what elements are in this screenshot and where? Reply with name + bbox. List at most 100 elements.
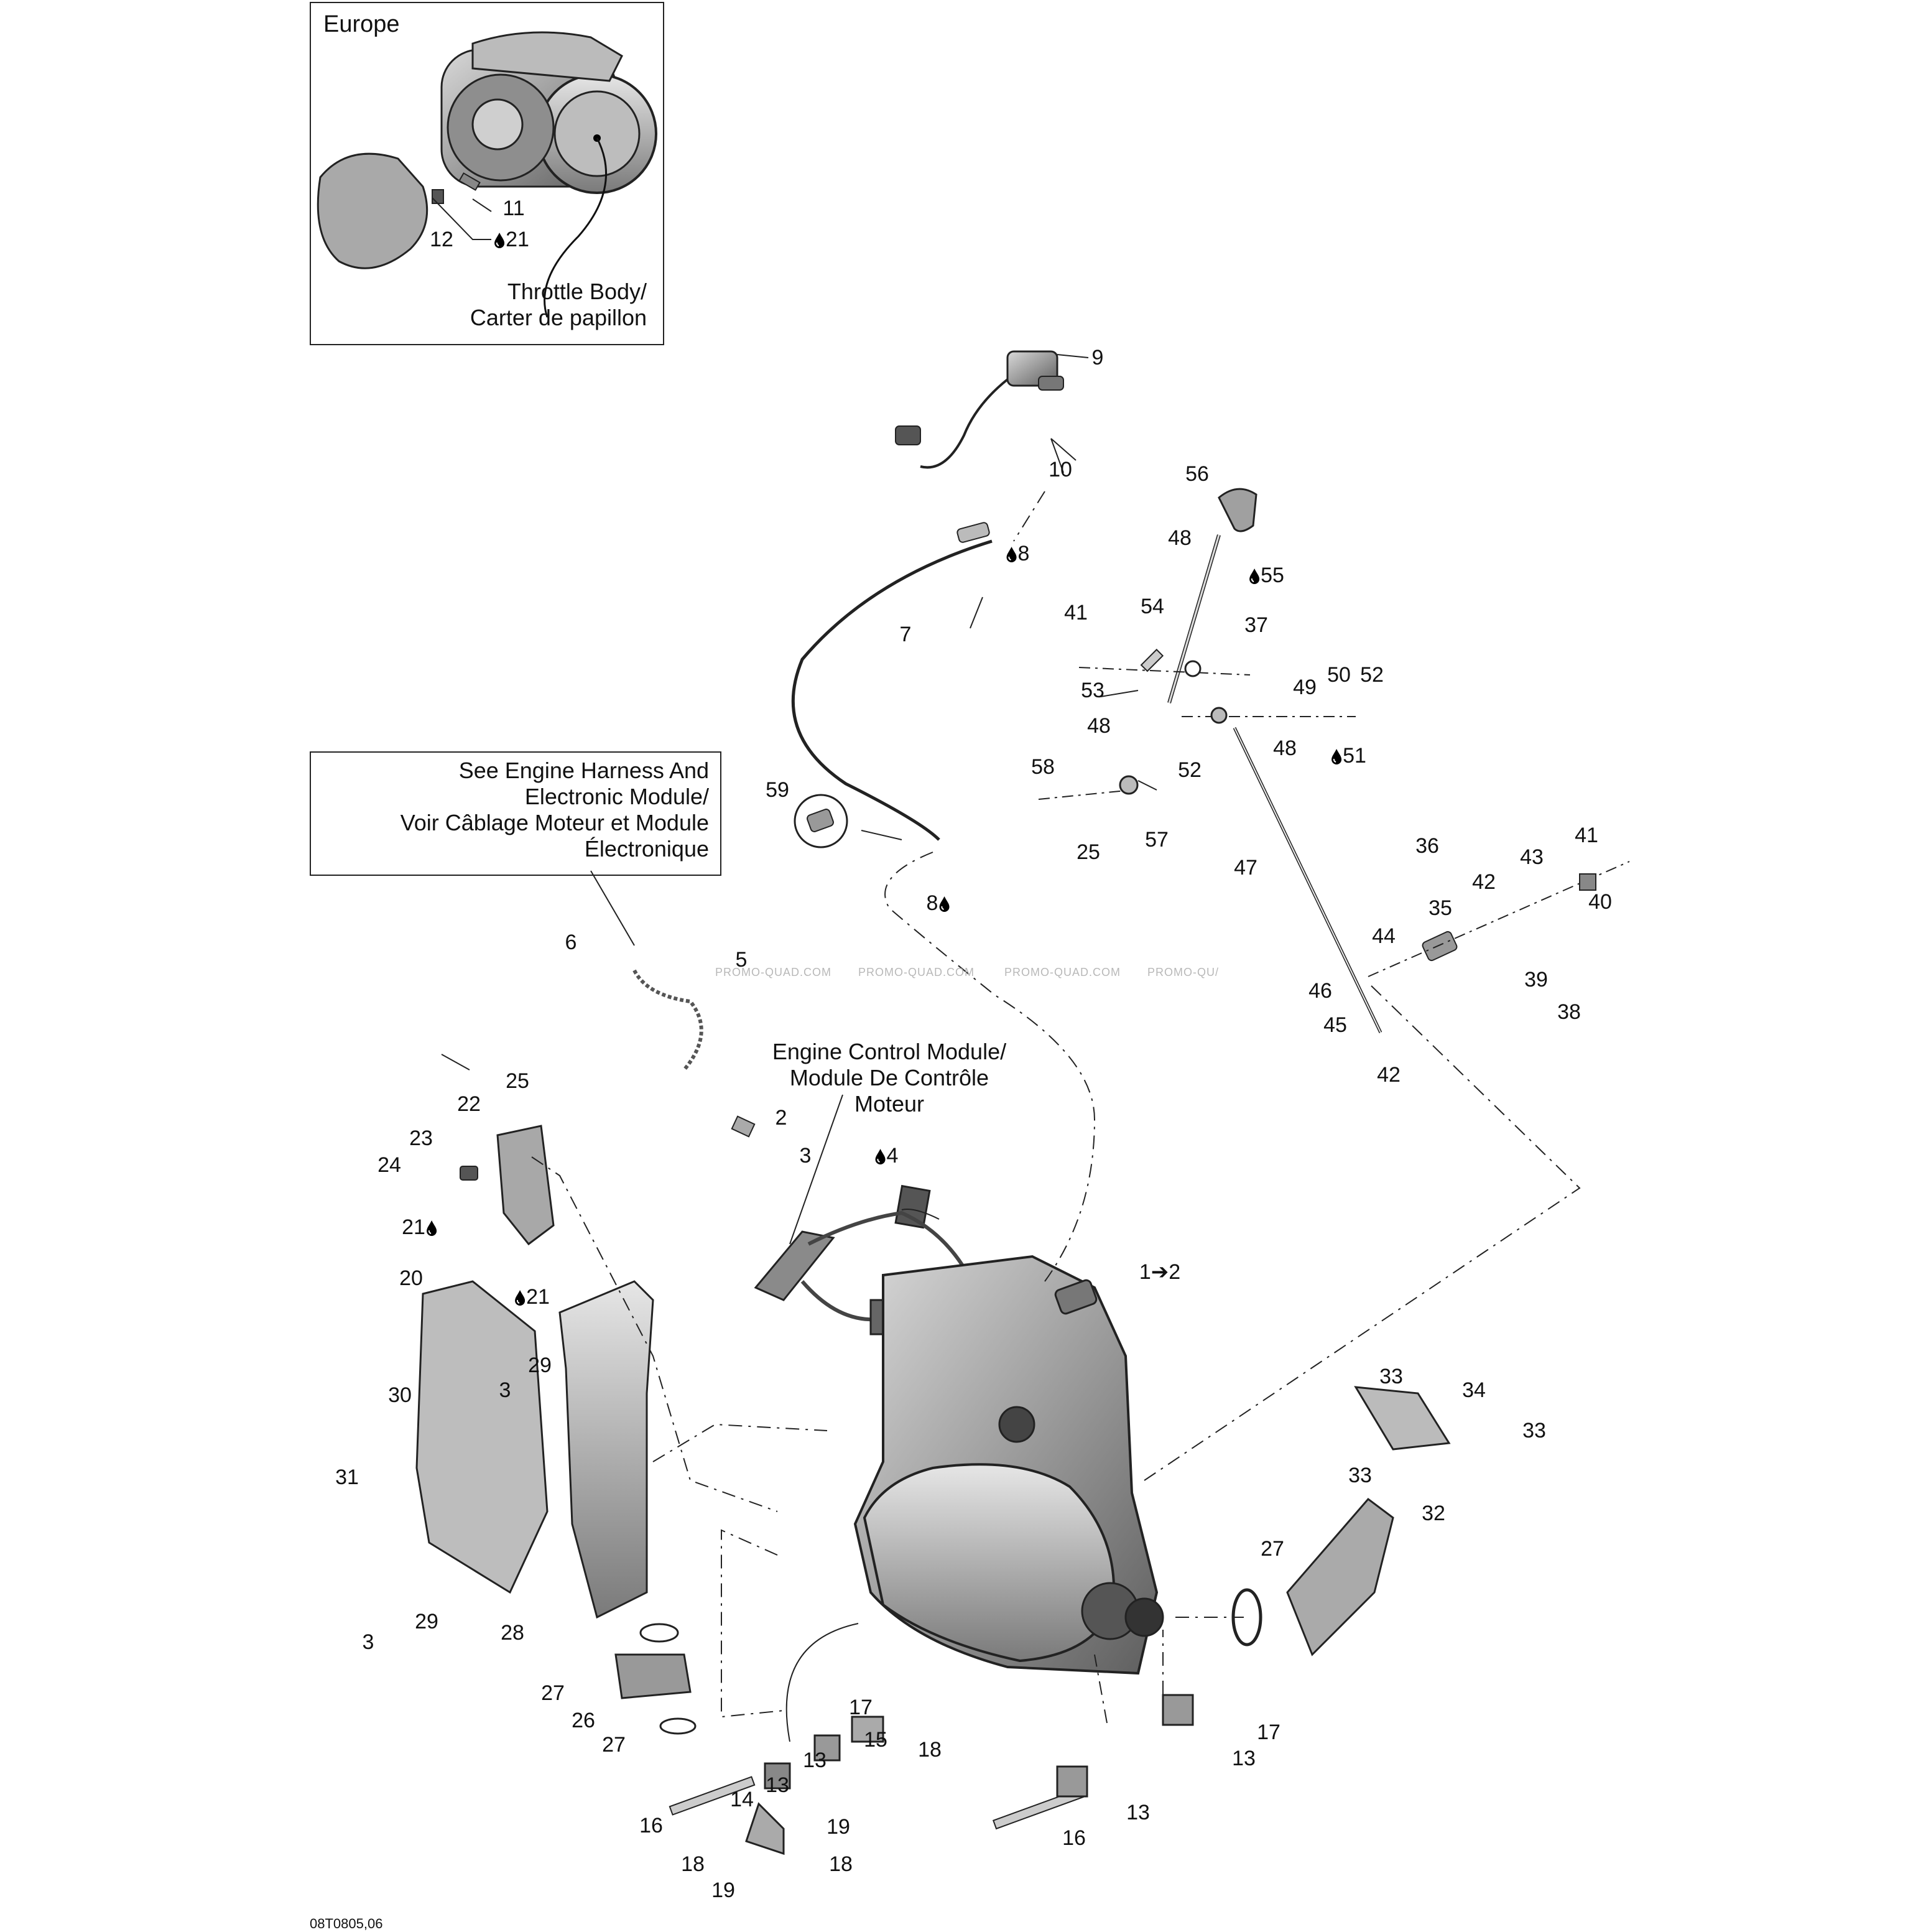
ecm-line-2: Module De Contrôle (789, 1065, 989, 1090)
callout-7: 7 (900, 623, 912, 646)
callout-number: 21 (402, 1215, 425, 1239)
callout-13b: 13 (766, 1774, 789, 1796)
callout-number: 44 (1372, 924, 1396, 948)
watermark: PROMO-QU/ (1147, 966, 1219, 978)
callout-29a: 29 (528, 1354, 552, 1377)
callout-number: 6 (565, 931, 577, 954)
callout-number: 8 (926, 891, 938, 915)
callout-number: 33 (1522, 1419, 1546, 1442)
callout-number: 16 (639, 1814, 663, 1837)
callout-number: 3 (499, 1378, 511, 1402)
callout-number: 50 (1327, 663, 1351, 687)
harness-reference-text: See Engine Harness And Electronic Module… (314, 758, 709, 862)
callout-26: 26 (572, 1709, 595, 1732)
guide-lines (531, 491, 1581, 1724)
callout-25a: 25 (1077, 841, 1100, 863)
callout-number: 12 (430, 228, 453, 251)
callout-13c: 13 (1232, 1747, 1256, 1770)
callout-number: 53 (1081, 679, 1104, 702)
callout-33b: 33 (1522, 1419, 1546, 1442)
harness-line-2: Electronic Module/ (524, 784, 709, 809)
callout-number: 3 (799, 1144, 812, 1168)
callout-33a: 33 (1379, 1365, 1403, 1388)
callout-49: 49 (1293, 676, 1317, 699)
callout-number: 33 (1348, 1464, 1372, 1487)
callout-47: 47 (1234, 857, 1257, 879)
callout-number: 33 (1379, 1365, 1403, 1388)
callout-46: 46 (1308, 980, 1332, 1002)
callout-number: 17 (849, 1696, 873, 1719)
ecm-label: Engine Control Module/ Module De Contrôl… (734, 1039, 1045, 1117)
callout-number: 52 (1360, 663, 1384, 687)
callout-number: 55 (1261, 564, 1284, 587)
callout-number: 13 (766, 1773, 789, 1797)
callout-54: 54 (1141, 595, 1164, 618)
lubricant-drop-icon (515, 1290, 526, 1306)
callout-number: 48 (1273, 736, 1297, 760)
callout-number: 21 (506, 228, 529, 251)
callout-38: 38 (1557, 1001, 1581, 1023)
callout-34: 34 (1462, 1379, 1486, 1401)
throttle-body-label-line2: Carter de papillon (470, 305, 647, 330)
callout-21c: 21 (514, 1286, 550, 1308)
callout-number: 34 (1462, 1378, 1486, 1402)
callout-number: 58 (1031, 755, 1055, 779)
callout-2: 2 (776, 1107, 787, 1129)
callout-number: 41 (1575, 824, 1598, 847)
callout-number: 30 (388, 1383, 412, 1407)
engine-illustration (853, 1255, 1164, 1675)
callout-50: 50 (1327, 664, 1351, 686)
lubricant-drop-icon (494, 233, 505, 248)
callout-14: 14 (730, 1788, 754, 1811)
callout-number: 27 (541, 1681, 565, 1705)
callout-number: 18 (918, 1738, 942, 1762)
callout-number: 18 (829, 1852, 853, 1876)
callout-8a: 8 (1006, 542, 1030, 565)
callout-number: 56 (1185, 462, 1209, 486)
callout-number: 20 (399, 1266, 423, 1290)
callout-number: 43 (1520, 845, 1544, 869)
callout-number: 18 (681, 1852, 705, 1876)
callout-number: 1➔2 (1139, 1260, 1181, 1284)
callout-27c: 27 (602, 1734, 626, 1756)
lubricant-drop-icon (939, 896, 950, 912)
callout-number: 32 (1422, 1502, 1445, 1525)
callout-number: 13 (1126, 1801, 1150, 1824)
callout-55: 55 (1248, 564, 1284, 587)
callout-48a: 48 (1168, 527, 1192, 549)
throttle-body-label-line1: Throttle Body/ (507, 279, 647, 304)
callout-number: 31 (335, 1465, 359, 1489)
throttle-body-illustration (317, 31, 657, 318)
callout-48c: 48 (1273, 737, 1297, 759)
harness-reference-box (310, 751, 721, 876)
callout-number: 21 (526, 1285, 550, 1309)
callout-number: 9 (1091, 346, 1104, 369)
callout-16a: 16 (639, 1814, 663, 1837)
callout-20: 20 (399, 1267, 423, 1289)
callout-number: 8 (1017, 542, 1030, 565)
callout-6: 6 (565, 931, 577, 954)
callout-40: 40 (1588, 891, 1612, 913)
callout-number: 42 (1377, 1063, 1401, 1087)
callout-number: 42 (1472, 870, 1496, 894)
callout-42b: 42 (1377, 1064, 1401, 1086)
lubricant-drop-icon (1249, 569, 1260, 584)
callout-1: 1➔2 (1139, 1261, 1180, 1283)
callout-number: 36 (1415, 834, 1439, 858)
callout-18c: 18 (829, 1853, 853, 1875)
callout-number: 23 (409, 1126, 433, 1150)
callout-24: 24 (377, 1154, 401, 1176)
callout-number: 46 (1308, 979, 1332, 1003)
callout-25b: 25 (506, 1070, 529, 1092)
callout-number: 10 (1049, 458, 1072, 481)
engine-mount-illustration (669, 1694, 1194, 1855)
callout-21b: 21 (402, 1216, 438, 1238)
callout-31: 31 (335, 1466, 359, 1488)
callout-number: 57 (1145, 828, 1169, 852)
callout-17a: 17 (849, 1696, 873, 1719)
callout-number: 59 (766, 778, 789, 802)
callout-number: 27 (602, 1733, 626, 1757)
callout-number: 13 (803, 1749, 827, 1772)
